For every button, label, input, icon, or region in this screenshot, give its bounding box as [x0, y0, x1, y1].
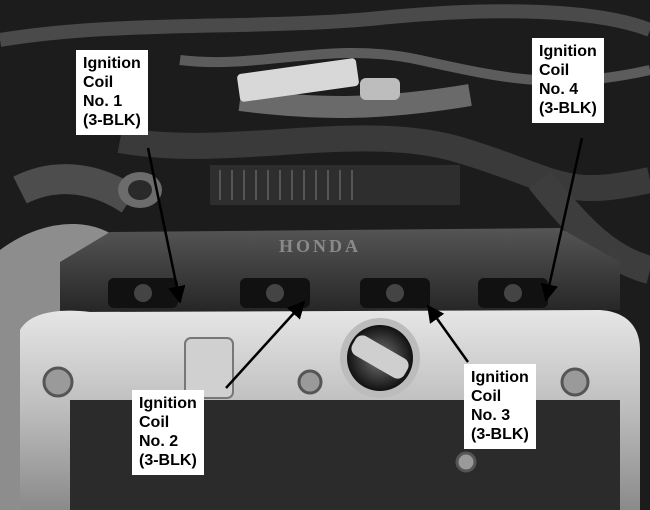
callout-line: (3-BLK) — [139, 452, 197, 469]
callout-line: No. 3 — [471, 407, 511, 424]
callout-line: Coil — [539, 62, 570, 79]
callout-ignition-coil-1: Ignition Coil No. 1 (3-BLK) — [76, 50, 148, 135]
callout-ignition-coil-4: Ignition Coil No. 4 (3-BLK) — [532, 38, 604, 123]
cam-cover — [20, 310, 640, 510]
callout-line: No. 4 — [539, 81, 579, 98]
callout-line: Coil — [83, 74, 114, 91]
honda-brand-text: HONDA — [279, 236, 361, 256]
arrow-coil-2 — [225, 300, 306, 389]
callout-line: Coil — [471, 388, 502, 405]
arrow-coil-1 — [146, 147, 186, 304]
callout-ignition-coil-3: Ignition Coil No. 3 (3-BLK) — [464, 364, 536, 449]
callout-line: (3-BLK) — [471, 426, 529, 443]
callout-line: Ignition — [539, 43, 597, 60]
valve-cover: HONDA — [60, 228, 620, 312]
arrow-coil-3 — [426, 304, 470, 363]
upper-hoses — [0, 4, 650, 284]
callout-line: (3-BLK) — [83, 112, 141, 129]
callout-line: No. 2 — [139, 433, 179, 450]
oil-filler-cap — [340, 318, 420, 398]
callout-ignition-coil-2: Ignition Coil No. 2 (3-BLK) — [132, 390, 204, 475]
callout-line: Ignition — [139, 395, 197, 412]
arrow-coil-4 — [540, 137, 584, 302]
callout-line: (3-BLK) — [539, 100, 597, 117]
callout-line: Ignition — [83, 55, 141, 72]
callout-line: Ignition — [471, 369, 529, 386]
callout-line: Coil — [139, 414, 170, 431]
callout-line: No. 1 — [83, 93, 123, 110]
